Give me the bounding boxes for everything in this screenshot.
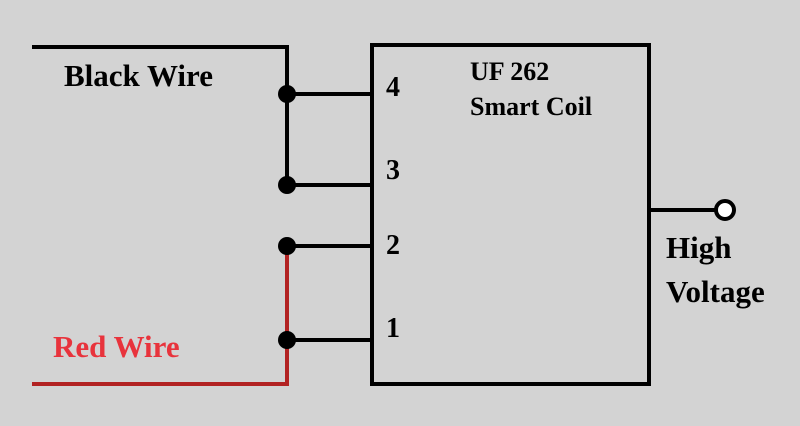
black-wire: [32, 45, 289, 185]
chip-name-line-1: UF 262: [470, 57, 550, 86]
high-voltage-terminal-icon: [714, 199, 736, 221]
smart-coil-box: [370, 43, 651, 386]
junction-dot-pin-3: [278, 176, 296, 194]
pin-3-label: 3: [386, 155, 400, 186]
high-voltage-label-line-2: Voltage: [666, 274, 765, 309]
chip-name-line-2: Smart Coil: [470, 92, 593, 121]
pin-4-label: 4: [386, 72, 400, 103]
junction-dot-pin-4: [278, 85, 296, 103]
red-wire: [32, 246, 289, 386]
black-wire-label: Black Wire: [64, 58, 213, 93]
red-wire-label: Red Wire: [53, 329, 180, 364]
junction-dot-pin-1: [278, 331, 296, 349]
pin-2-label: 2: [386, 230, 400, 261]
pin-1-label: 1: [386, 313, 400, 344]
high-voltage-label-line-1: High: [666, 230, 732, 265]
junction-dot-pin-2: [278, 237, 296, 255]
